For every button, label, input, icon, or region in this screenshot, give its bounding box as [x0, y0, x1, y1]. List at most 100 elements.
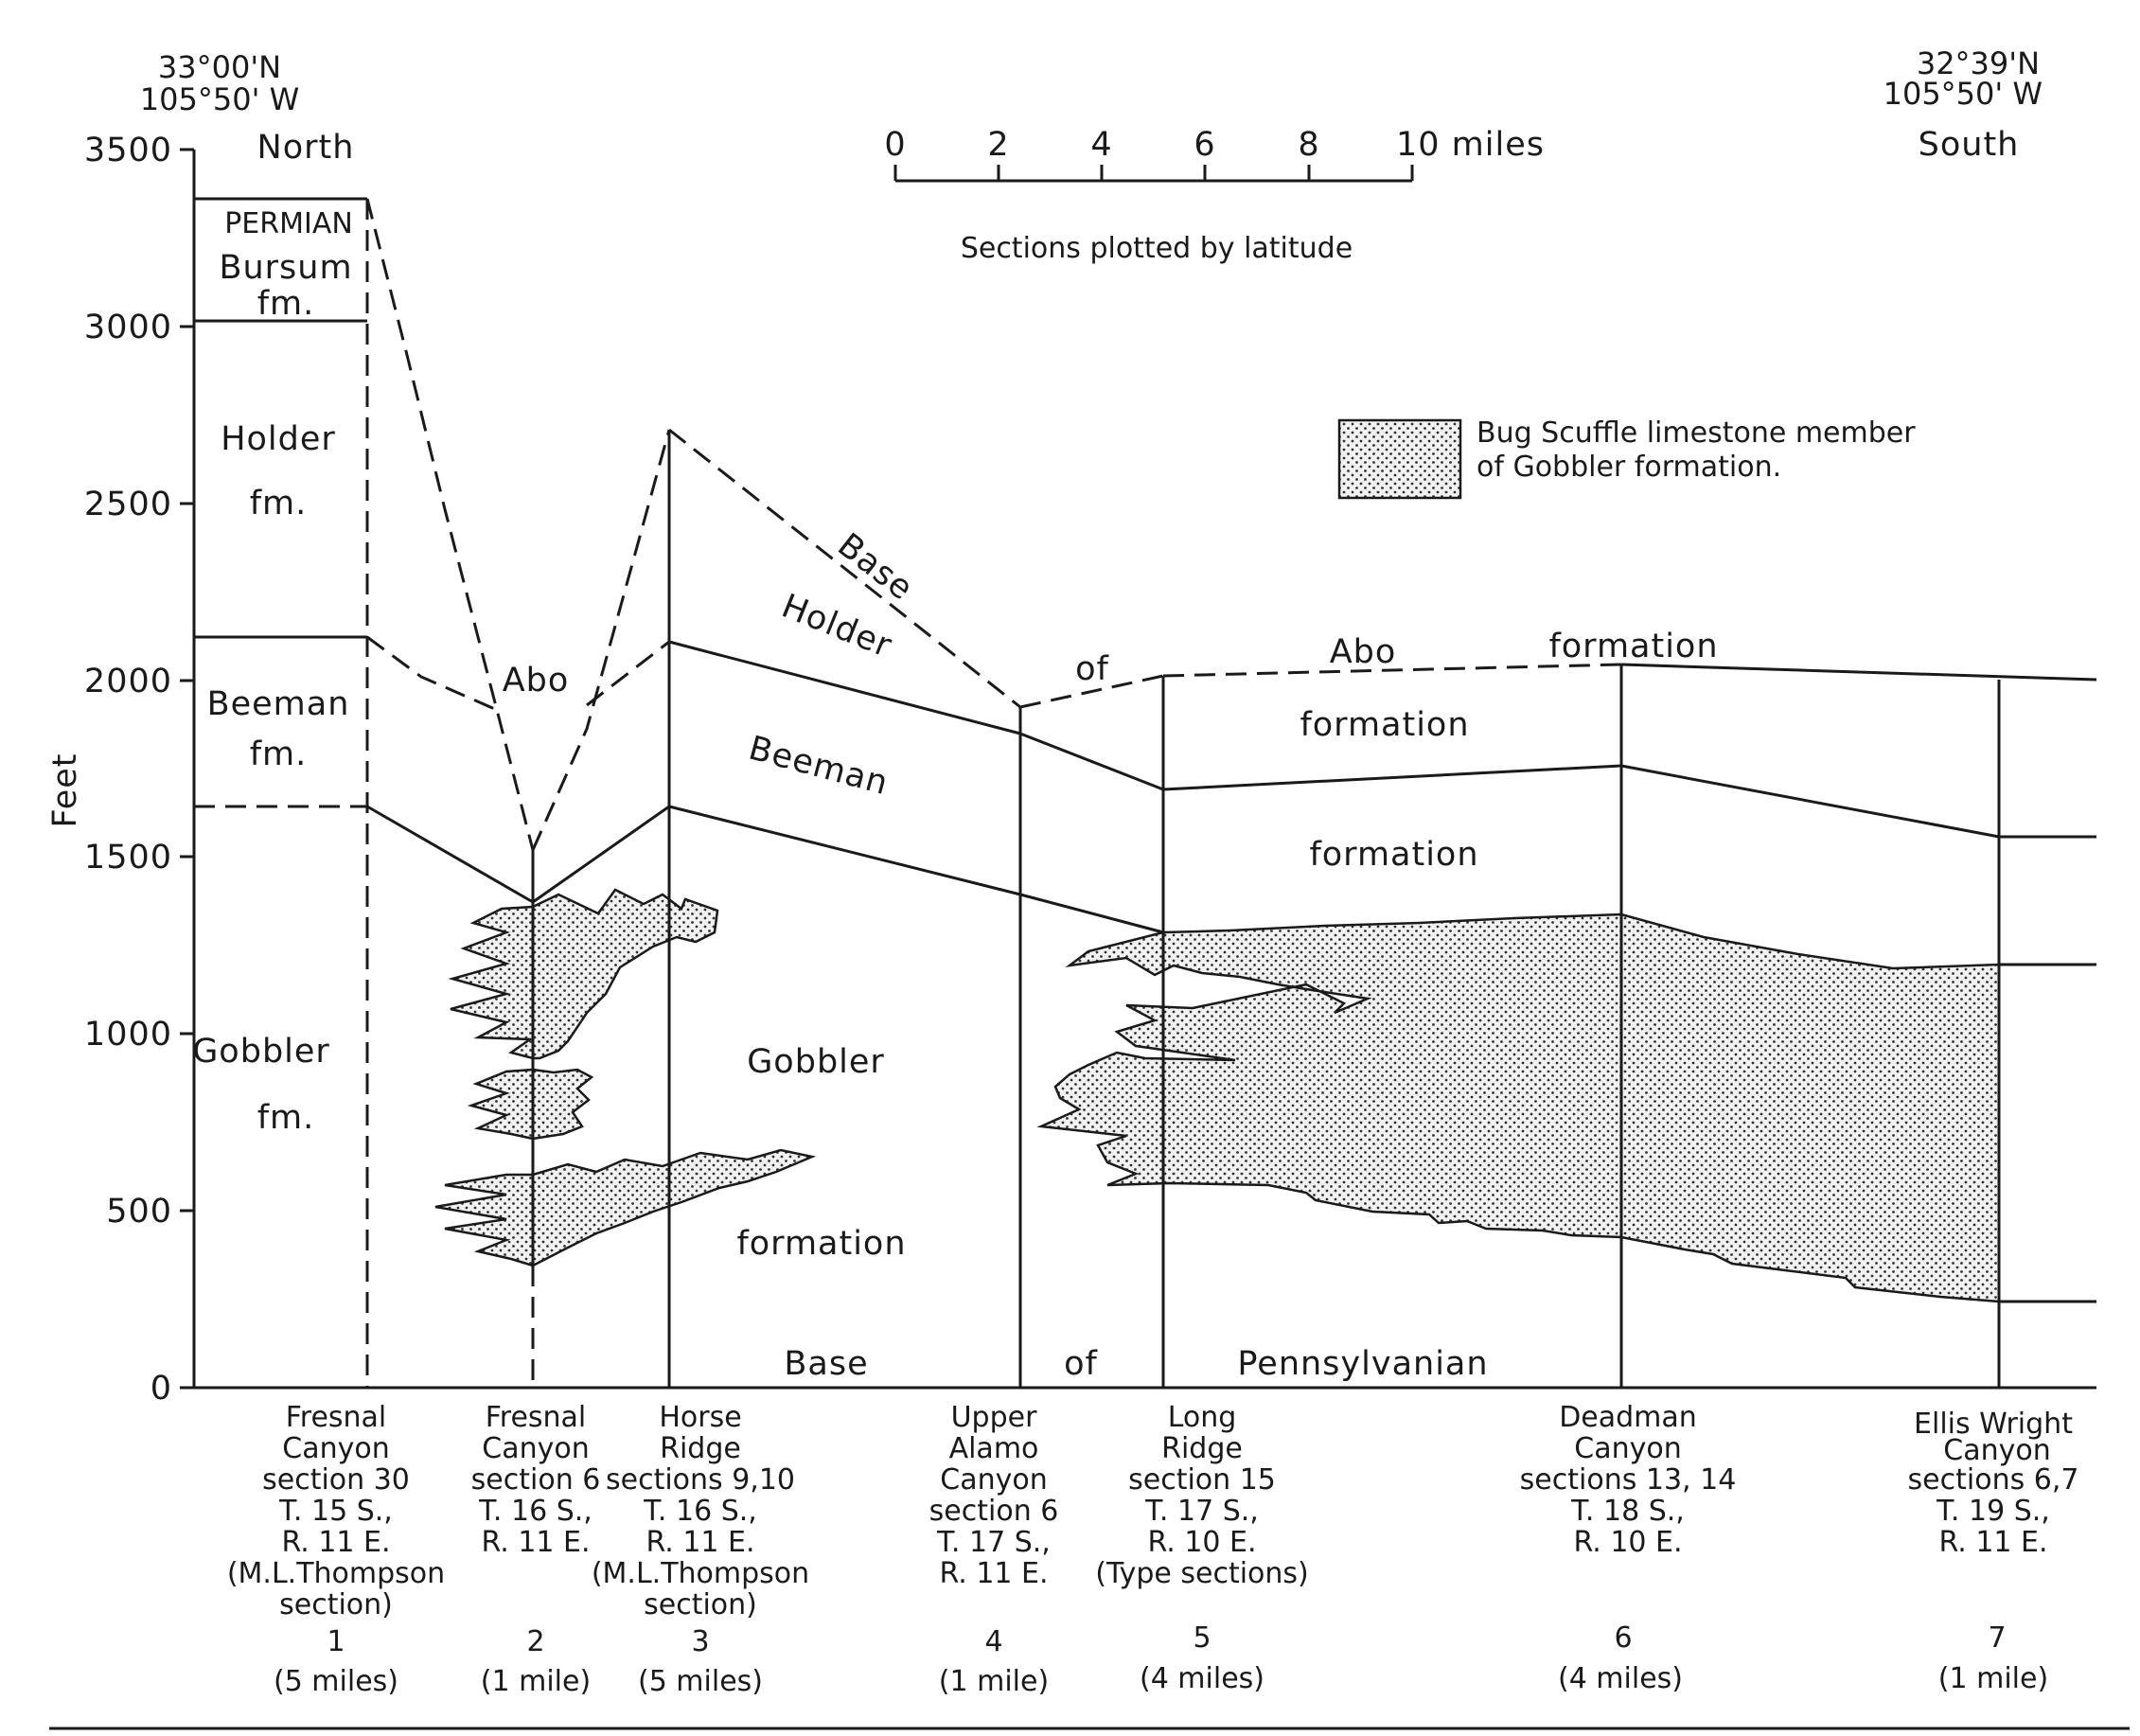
section-6-number: 6 [1614, 1621, 1632, 1655]
label-abo-right: Abo [1330, 633, 1397, 671]
legend-swatch [1337, 418, 1462, 500]
section-3-line: sections 9,10 [606, 1463, 795, 1497]
section-7-line: R. 11 E. [1938, 1526, 2047, 1559]
section-3-line: Ridge [660, 1432, 741, 1465]
section-5-line: section 15 [1128, 1463, 1276, 1497]
section-7-line: sections 6,7 [1908, 1463, 2079, 1497]
label-beeman-1: Beeman [207, 685, 350, 723]
y-tick-2500: 2500 [84, 486, 172, 523]
label-gobbler-2: fm. [257, 1099, 315, 1137]
section-2-number: 2 [526, 1625, 544, 1658]
label-base-holder-2: Holder [776, 587, 897, 665]
scale-tick-6: 6 [1194, 126, 1215, 164]
legend: Bug Scuffle limestone member of Gobbler … [1337, 416, 1916, 500]
label-formation-holder: formation [1300, 706, 1469, 744]
section-6-line: Canyon [1574, 1432, 1681, 1465]
y-tick-1000: 1000 [84, 1016, 172, 1054]
label-of-abo: of [1075, 650, 1109, 688]
section-5-line: Long [1168, 1401, 1237, 1434]
y-tick-3000: 3000 [84, 309, 172, 346]
y-tick-2000: 2000 [84, 663, 172, 700]
section-2-line: Canyon [482, 1432, 589, 1465]
section-5: Long Ridge section 15 T. 17 S., R. 10 E.… [1095, 1401, 1309, 1695]
label-base-penn-2: of [1064, 1345, 1098, 1383]
section-6-line: Deadman [1559, 1401, 1697, 1434]
section-7: Ellis Wright Canyon sections 6,7 T. 19 S… [1908, 1408, 2079, 1695]
scale-tick-10: 10 miles [1396, 126, 1545, 164]
section-2-distance: (1 mile) [481, 1665, 591, 1698]
section-3-line: T. 16 S., [643, 1495, 757, 1528]
section-6-line: T. 18 S., [1570, 1495, 1685, 1528]
section-4-line: section 6 [929, 1495, 1059, 1528]
section-columns [194, 197, 2001, 1388]
section-3-line: Horse [659, 1401, 741, 1434]
y-tick-0: 0 [150, 1370, 172, 1408]
section-3-line: (M.L.Thompson [592, 1557, 809, 1590]
y-axis-title: Feet [46, 753, 84, 827]
y-axis: 3500 3000 2500 2000 1500 1000 500 0 Feet [46, 132, 196, 1408]
section-1-line: (M.L.Thompson [227, 1557, 445, 1590]
south-label: South [1919, 126, 2020, 164]
section-5-line: Ridge [1161, 1432, 1243, 1465]
y-tick-500: 500 [106, 1193, 172, 1231]
section-4-number: 4 [984, 1625, 1002, 1658]
south-latitude: 32°39'N [1917, 45, 2040, 81]
label-abo-left: Abo [503, 662, 570, 700]
section-1-line: Canyon [282, 1432, 389, 1465]
section-4-distance: (1 mile) [939, 1665, 1049, 1698]
scale-tick-2: 2 [987, 126, 1009, 164]
limestone-col2-lower [434, 1148, 817, 1267]
y-tick-3500: 3500 [84, 132, 172, 169]
y-tick-1500: 1500 [84, 839, 172, 877]
legend-text-1: Bug Scuffle limestone member [1477, 416, 1916, 450]
scale-tick-0: 0 [884, 126, 906, 164]
section-1-line: T. 15 S., [278, 1495, 393, 1528]
section-1-line: section) [279, 1588, 393, 1621]
section-7-line: T. 19 S., [1936, 1495, 2050, 1528]
label-gobbler-mid: Gobbler [747, 1043, 885, 1081]
section-4-line: Canyon [940, 1463, 1047, 1497]
section-1: Fresnal Canyon section 30 T. 15 S., R. 1… [227, 1401, 445, 1698]
section-5-line: T. 17 S., [1144, 1495, 1259, 1528]
section-2-line: section 6 [471, 1463, 601, 1497]
section-4-line: R. 11 E. [939, 1557, 1048, 1590]
section-6-line: sections 13, 14 [1520, 1463, 1737, 1497]
label-base-penn-3: Pennsylvanian [1237, 1345, 1488, 1383]
section-4-line: Upper [951, 1401, 1038, 1434]
section-5-number: 5 [1193, 1621, 1211, 1655]
section-6-distance: (4 miles) [1558, 1662, 1683, 1695]
section-7-number: 7 [1988, 1621, 2006, 1655]
contact-lines [194, 198, 2097, 1303]
section-4-line: Alamo [949, 1432, 1039, 1465]
label-holder-1: Holder [221, 420, 336, 458]
section-5-distance: (4 miles) [1140, 1662, 1265, 1695]
scale-caption: Sections plotted by latitude [961, 232, 1353, 265]
north-label: North [257, 129, 355, 167]
section-2-line: T. 16 S., [478, 1495, 592, 1528]
section-1-line: Fresnal [286, 1401, 387, 1434]
section-4-line: T. 17 S., [936, 1526, 1051, 1559]
section-5-line: (Type sections) [1095, 1557, 1309, 1590]
label-formation-abo: formation [1548, 628, 1718, 665]
label-base-penn-1: Base [784, 1345, 868, 1383]
section-3: Horse Ridge sections 9,10 T. 16 S., R. 1… [592, 1401, 809, 1698]
limestone-col2-upper [448, 888, 719, 1060]
label-bursum-1: Bursum [219, 249, 352, 287]
formation-labels: PERMIAN Bursum fm. Holder fm. Beeman fm.… [192, 207, 1718, 1383]
section-7-line: Canyon [1943, 1434, 2050, 1467]
section-6: Deadman Canyon sections 13, 14 T. 18 S.,… [1520, 1401, 1737, 1695]
section-3-line: section) [644, 1588, 757, 1621]
section-captions: Fresnal Canyon section 30 T. 15 S., R. 1… [227, 1401, 2079, 1698]
label-gobbler-1: Gobbler [192, 1033, 330, 1071]
south-longitude: 105°50' W [1884, 76, 2043, 112]
north-longitude: 105°50' W [140, 81, 299, 117]
scale-bar: 0 2 4 6 8 10 miles Sections plotted by l… [884, 126, 1545, 265]
label-holder-2: fm. [250, 485, 308, 523]
limestone-east [1036, 912, 2001, 1303]
label-beeman-mid: Beeman [745, 730, 893, 804]
legend-text-2: of Gobbler formation. [1477, 451, 1781, 484]
section-5-line: R. 10 E. [1147, 1526, 1256, 1559]
section-1-number: 1 [327, 1625, 345, 1658]
label-formation-lower: formation [736, 1225, 906, 1263]
